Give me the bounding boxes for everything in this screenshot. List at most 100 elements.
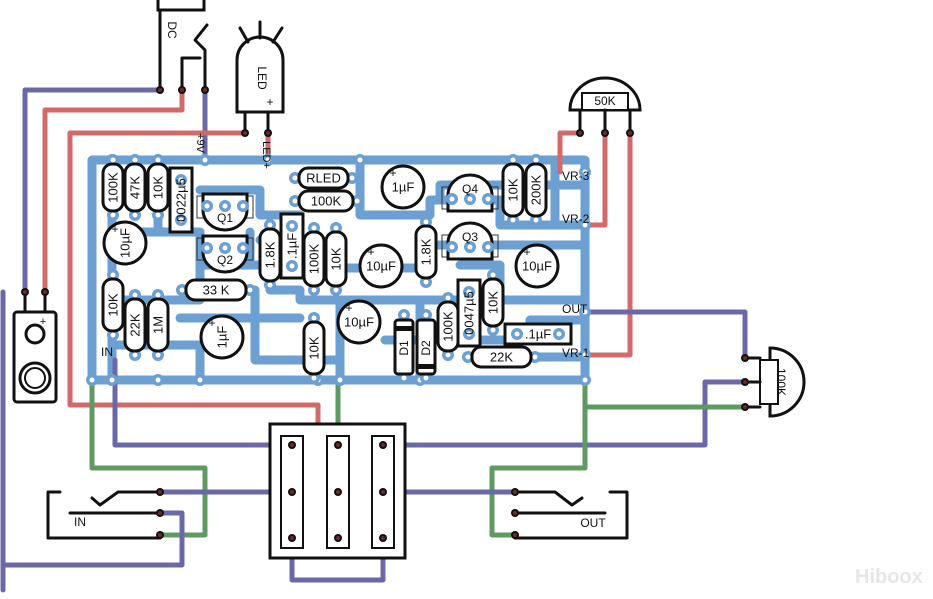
label-in: IN — [101, 345, 113, 359]
pad-hole — [445, 295, 451, 301]
pad-hole — [132, 157, 138, 163]
resistor: 1.8K — [258, 219, 282, 291]
resistor-label: 10K — [106, 293, 121, 316]
jack-body — [513, 490, 629, 540]
pad-hole — [110, 212, 116, 218]
plus-mark: + — [389, 166, 396, 180]
resistor-label: 22K — [490, 350, 513, 365]
capacitor-body — [102, 220, 148, 266]
wire-out — [582, 309, 748, 361]
capacitor-label: 1µF — [392, 180, 415, 195]
pad-hole — [513, 511, 517, 515]
pad-hole — [179, 287, 185, 293]
pad-hole — [381, 490, 385, 494]
pad-hole — [465, 354, 471, 360]
footswitch-pole — [371, 435, 395, 549]
resistor: 10K — [146, 154, 170, 221]
capacitor-body — [336, 299, 382, 345]
pad-hole — [514, 331, 520, 337]
resistor-label: 10K — [486, 291, 501, 314]
resistor-body — [101, 277, 125, 333]
resistor: 1.8K — [414, 216, 438, 288]
pad-hole — [582, 377, 588, 383]
pad-hole — [513, 533, 517, 537]
footswitch-pole — [280, 435, 304, 549]
pad-hole — [628, 131, 632, 135]
pad-hole — [155, 292, 161, 298]
dc-jack: DC — [156, 0, 209, 94]
pad-hole — [155, 377, 161, 383]
transistor-label: Q3 — [462, 230, 478, 244]
resistor-label: 100K — [311, 194, 342, 209]
pad-hole — [423, 279, 429, 285]
pad-hole — [582, 309, 588, 315]
resistor-body — [297, 166, 350, 190]
pad-hole — [466, 331, 472, 337]
label-led-plus: LED+ — [260, 141, 272, 169]
watermark-logo: Hiboox — [855, 566, 923, 588]
plus-mark: + — [523, 245, 530, 259]
pad-hole — [381, 443, 385, 447]
in-jack-label: IN — [74, 515, 86, 529]
capacitor-label: 10µF — [522, 259, 552, 274]
capacitor-body — [503, 322, 573, 346]
resistor: 10K — [324, 222, 348, 296]
pad-hole — [204, 245, 210, 251]
pad-hole — [202, 157, 208, 163]
resistor: 10K — [302, 312, 326, 384]
pad-hole — [180, 88, 184, 92]
pad-hole — [292, 198, 298, 204]
resistor: 200K — [524, 154, 548, 226]
transistor-label: Q2 — [217, 253, 233, 267]
pad-hole — [311, 287, 317, 293]
pad-hole — [265, 157, 271, 163]
resistor-body — [524, 162, 548, 218]
battery-terminal — [24, 323, 46, 345]
pad-hole — [132, 212, 138, 218]
pad-hole — [337, 377, 343, 383]
pad-hole — [290, 536, 294, 540]
plus-mark: + — [367, 245, 374, 259]
resistor-body — [146, 297, 170, 353]
resistor: 10K — [101, 269, 125, 341]
resistor: 47K — [123, 154, 147, 221]
pad-hole — [289, 223, 295, 229]
wire-vr2 — [582, 130, 608, 228]
pad-hole — [336, 443, 340, 447]
label-vr2: VR-2 — [562, 212, 590, 226]
pad-hole — [158, 490, 162, 494]
plus-mark: + — [345, 301, 352, 315]
resistor: 10K — [501, 154, 525, 226]
resistor: 100K — [436, 292, 460, 361]
resistor-label: 10K — [307, 336, 322, 359]
pad-hole — [582, 352, 588, 358]
label-out: OUT — [562, 302, 588, 316]
battery-snap: + — [12, 288, 58, 404]
pad-hole — [110, 332, 116, 338]
pad-hole — [743, 356, 747, 360]
resistor-label: RLED — [306, 171, 341, 186]
pad-hole — [155, 352, 161, 358]
resistor: 22K — [123, 289, 147, 361]
pad-hole — [204, 203, 210, 209]
dc-label: DC — [165, 21, 179, 39]
pad-hole — [513, 490, 517, 494]
resistor-body — [123, 297, 147, 353]
electrolytic-capacitor: 10µF+ — [514, 243, 560, 289]
resistor-body — [302, 320, 326, 376]
pad-hole — [110, 157, 116, 163]
electrolytic-capacitor: 10µF+ — [102, 220, 148, 266]
resistor-label: 10K — [151, 176, 166, 199]
diode-body — [415, 318, 437, 376]
jack-tip — [90, 490, 162, 507]
resistor-label: 100K — [441, 311, 456, 342]
resistor-body — [481, 277, 505, 328]
potentiometer-50k: 50K — [568, 76, 642, 137]
wire-in-jack-sleeve — [0, 510, 185, 568]
pad-hole — [381, 536, 385, 540]
capacitor-label: 0022µ5 — [174, 178, 189, 222]
capacitor-body — [380, 164, 426, 210]
resistor-body — [324, 230, 348, 288]
pot-label: 50K — [594, 94, 615, 108]
